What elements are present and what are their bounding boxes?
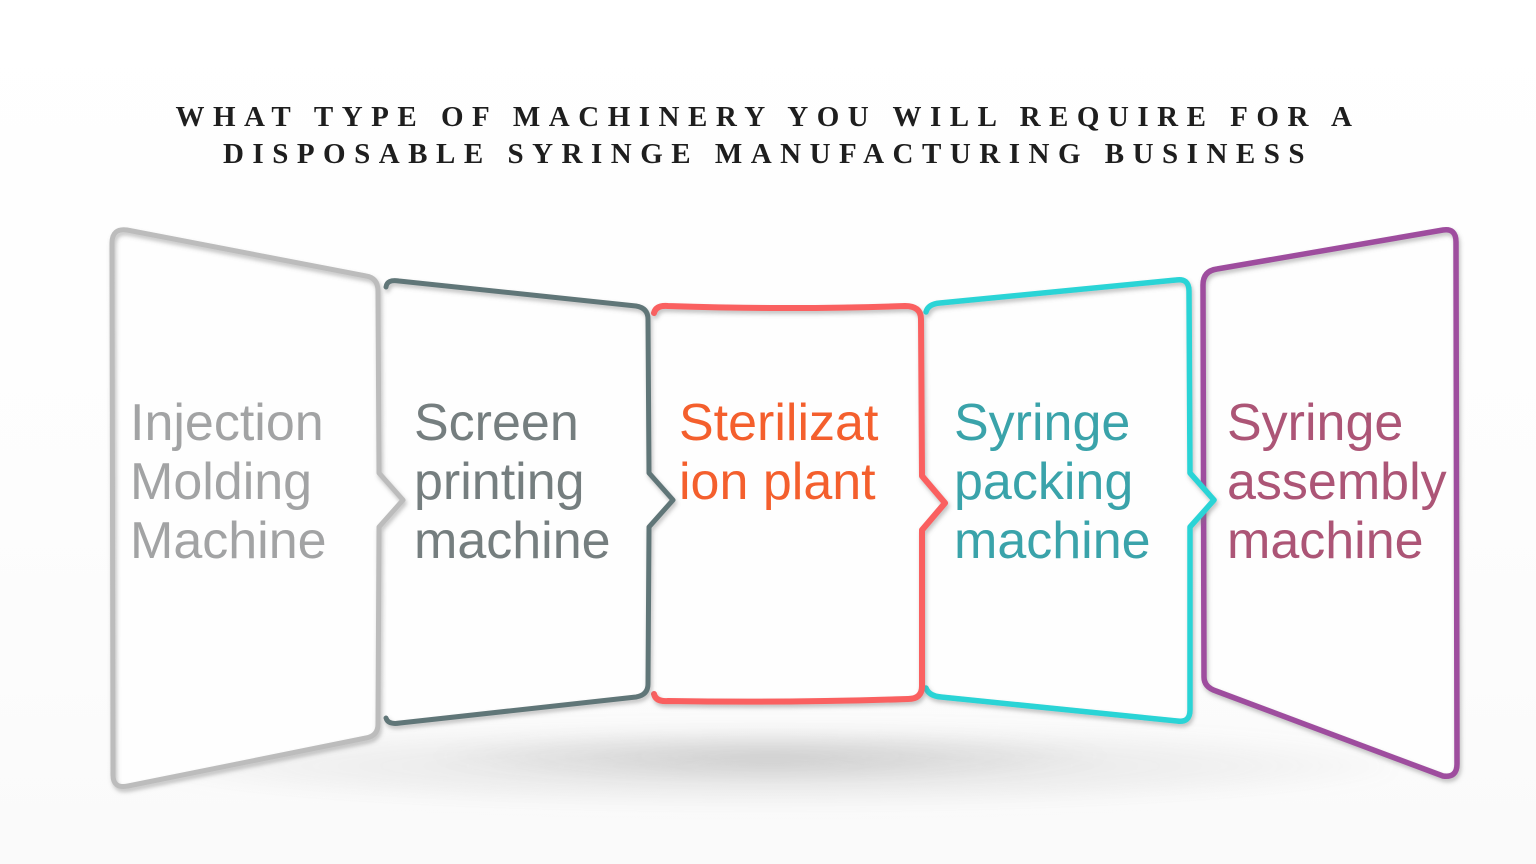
panel-syringe-packing-frame-with-chevron <box>923 276 1217 725</box>
title-line-2: DISPOSABLE SYRINGE MANUFACTURING BUSINES… <box>222 138 1314 170</box>
label-line: Molding <box>130 453 313 511</box>
panel-syringe-assembly-surface <box>1203 229 1457 777</box>
label-line: machine <box>1227 512 1424 570</box>
label-line: packing <box>954 453 1134 511</box>
label-line: machine <box>954 512 1151 570</box>
label-line: ion plant <box>679 453 876 511</box>
panel-injection-molding-frame-with-chevron <box>109 227 406 789</box>
label-line: assembly <box>1227 453 1447 511</box>
panel-syringe-assembly-frame <box>1200 227 1460 779</box>
label-line: Syringe <box>954 394 1131 452</box>
label-line: Screen <box>414 394 579 452</box>
label-line: Syringe <box>1227 394 1404 452</box>
panel-syringe-packing-surface <box>926 279 1214 722</box>
panel-injection-molding-surface <box>112 229 403 787</box>
label-line: machine <box>414 512 611 570</box>
label-line: Machine <box>130 512 327 570</box>
panel-label-syringe-packing: Syringe packing machine <box>954 394 1151 571</box>
page-title: WHAT TYPE OF MACHINERY YOU WILL REQUIRE … <box>0 99 1536 173</box>
title-line-1: WHAT TYPE OF MACHINERY YOU WILL REQUIRE … <box>175 101 1361 133</box>
panel-label-injection-molding: Injection Molding Machine <box>130 394 327 571</box>
panel-screen-printing-frame-with-chevron <box>383 278 676 726</box>
panel-label-screen-printing: Screen printing machine <box>414 394 611 571</box>
label-line: printing <box>414 453 585 511</box>
label-line: Sterilizat <box>679 394 879 452</box>
panel-sterilization-surface <box>654 305 945 702</box>
panel-label-sterilization: Sterilizat ion plant <box>679 394 878 512</box>
panel-label-syringe-assembly: Syringe assembly machine <box>1227 394 1447 571</box>
panel-screen-printing-surface <box>386 280 673 724</box>
label-line: Injection <box>130 394 324 452</box>
panel-sterilization-frame-with-chevron <box>651 302 948 705</box>
